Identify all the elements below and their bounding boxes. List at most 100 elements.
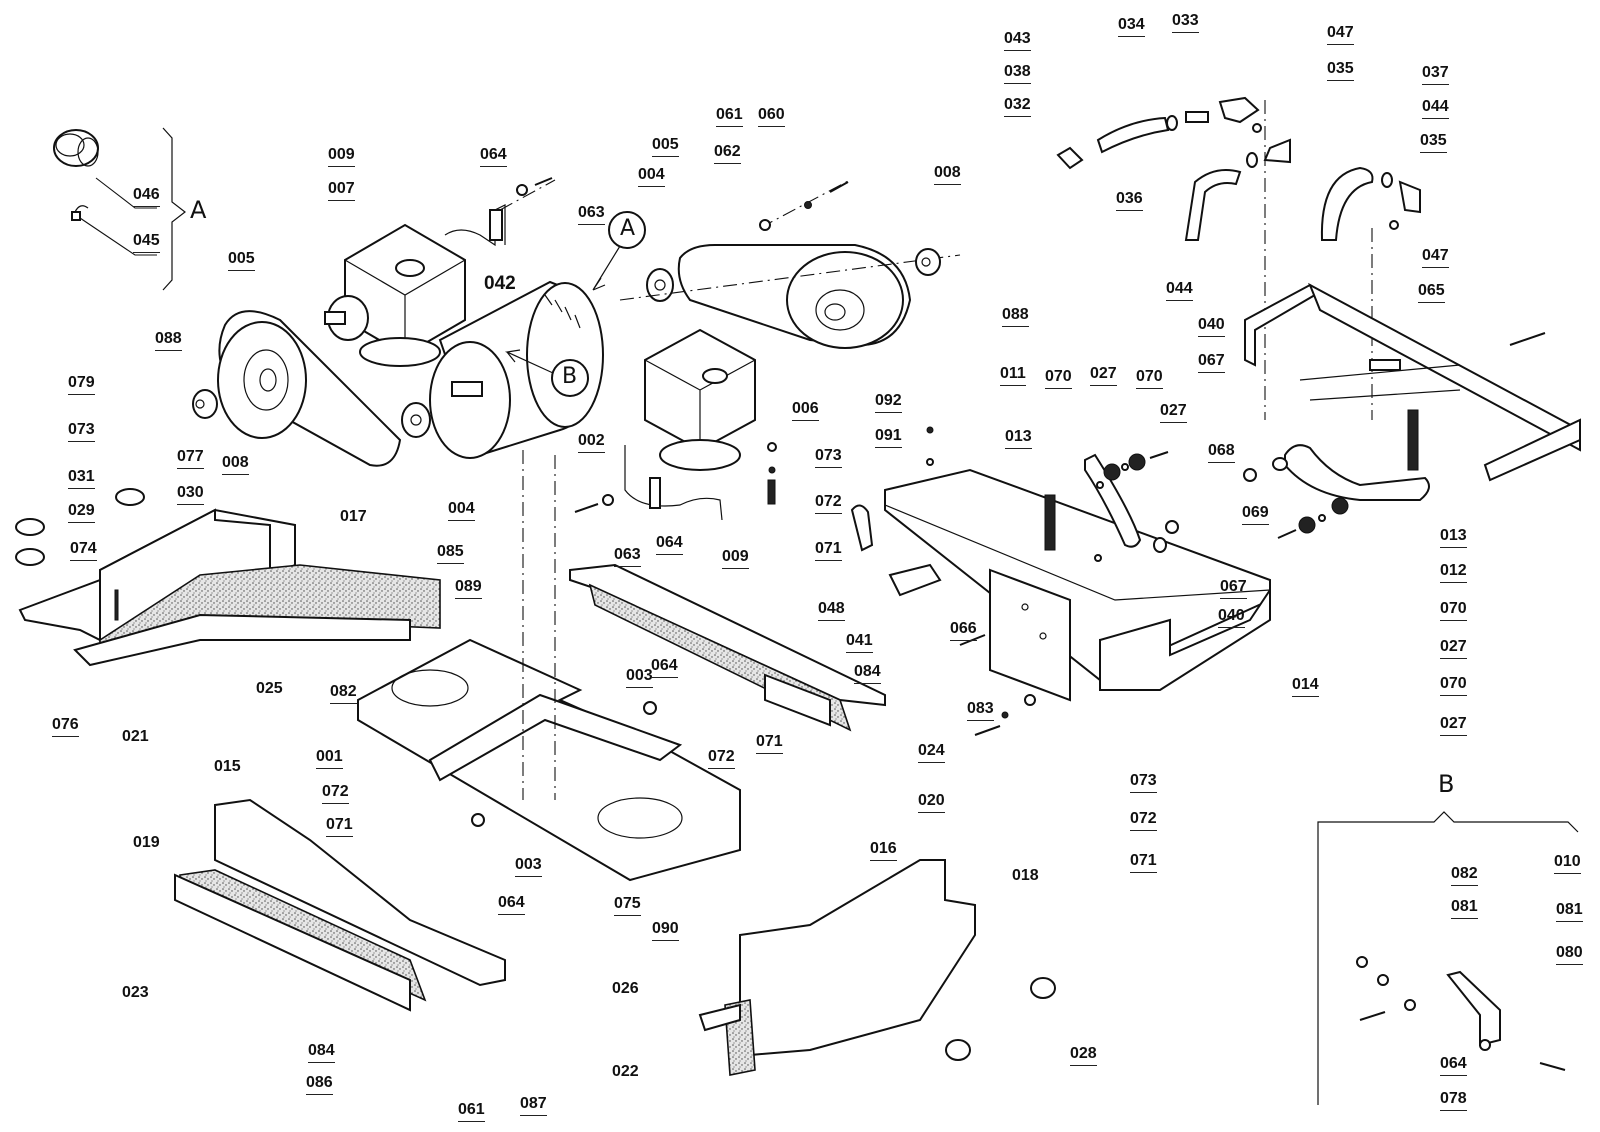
- part-070-spacer-l1: [1121, 463, 1129, 471]
- part-045-brush: [71, 205, 89, 221]
- part-032-fitting: [1056, 146, 1084, 170]
- label-030: 030: [177, 484, 204, 505]
- label-044: 044: [1422, 98, 1449, 119]
- detail-a-bracket: [162, 127, 186, 291]
- part-081-washer-b1: [1377, 974, 1389, 986]
- part-047-plug: [1252, 123, 1262, 133]
- label-005: 005: [228, 250, 255, 271]
- part-034-nipple: [1185, 111, 1209, 123]
- part-047-plug-2: [1389, 220, 1399, 230]
- detail-a-label: A: [190, 196, 207, 224]
- label-029: 029: [68, 502, 95, 523]
- label-084: 084: [854, 663, 881, 684]
- label-075: 075: [614, 895, 641, 916]
- label-033: 033: [1172, 12, 1199, 33]
- label-007: 007: [328, 180, 355, 201]
- label-071-plate: 071: [1130, 852, 1157, 873]
- part-006-gearbox: [644, 328, 756, 471]
- part-017-cover-left: [18, 508, 441, 667]
- part-046-brush-holder: [53, 129, 99, 167]
- label-088: 088: [155, 330, 182, 351]
- label-028: 028: [1070, 1045, 1097, 1066]
- part-003-spacers: [471, 701, 657, 827]
- part-033-elbow: [1218, 96, 1260, 124]
- part-016-020-024-rails: [569, 563, 886, 732]
- label-090: 090: [652, 920, 679, 941]
- label-064-lower-2: 064: [498, 894, 525, 915]
- label-064-lower: 064: [656, 534, 683, 555]
- part-002-motor: [429, 280, 604, 459]
- label-082: 082: [330, 683, 357, 704]
- label-063-lower: 063: [614, 546, 641, 567]
- label-022: 022: [612, 1063, 639, 1080]
- detail-b-bracket: [1317, 811, 1579, 1105]
- label-008-right: 008: [934, 164, 961, 185]
- label-072-plate: 072: [1130, 810, 1157, 831]
- part-011-arm: [1084, 453, 1142, 548]
- part-043-clamp: [1166, 115, 1178, 131]
- label-070-l1: 070: [1045, 368, 1072, 389]
- part-029-mounts: [15, 488, 145, 566]
- label-037: 037: [1422, 64, 1449, 85]
- part-028-knobs: [945, 977, 1056, 1061]
- part-008-pulley-left: [217, 321, 307, 439]
- part-001-base-frame: [357, 638, 741, 882]
- label-002: 002: [578, 432, 605, 453]
- part-070-spacer-l0: [1096, 481, 1104, 489]
- part-014-frame-beam: [884, 468, 1271, 691]
- label-065: 065: [1418, 282, 1445, 303]
- label-073: 073: [815, 447, 842, 468]
- label-073-plate: 073: [1130, 772, 1157, 793]
- part-010-bracket: [1446, 970, 1501, 1047]
- label-077: 077: [177, 448, 204, 469]
- label-071: 071: [815, 540, 842, 561]
- label-070-r2: 070: [1440, 675, 1467, 696]
- part-037-hose: [1320, 166, 1374, 241]
- label-014: 014: [1292, 676, 1319, 697]
- part-009-tube-bracket-lower: [624, 445, 723, 521]
- label-035: 035: [1327, 60, 1354, 81]
- part-044-clamp: [1246, 152, 1258, 168]
- label-031: 031: [68, 468, 95, 489]
- part-072-lockwasher: [768, 466, 776, 474]
- label-080: 080: [1556, 944, 1583, 965]
- part-088-nut-left: [192, 389, 218, 419]
- label-070-r1: 070: [1440, 600, 1467, 621]
- part-064-washer-lower: [602, 494, 614, 506]
- part-027-bearing-l1: [1103, 463, 1121, 481]
- label-072-lower: 072: [322, 783, 349, 804]
- label-081-b2: 081: [1556, 901, 1583, 922]
- part-008-pulley-right: [786, 251, 904, 349]
- label-045: 045: [133, 232, 160, 253]
- part-015-019-023-lower-rail: [174, 798, 506, 1012]
- part-044-clamp-2: [1381, 172, 1393, 188]
- part-040-pin: [1094, 554, 1102, 562]
- callout-a: A: [620, 216, 636, 241]
- part-013-spring-right: [1407, 409, 1419, 471]
- label-034: 034: [1118, 16, 1145, 37]
- part-071-bolt-plate: [974, 725, 1001, 736]
- label-061: 061: [716, 106, 743, 127]
- part-088-nut-right: [915, 248, 941, 276]
- label-064-base: 064: [651, 657, 678, 678]
- label-086: 086: [306, 1074, 333, 1095]
- part-048-hose: [850, 504, 874, 552]
- part-bolt-top: [1149, 451, 1169, 459]
- part-073-washer-plate: [1024, 694, 1036, 706]
- part-012-arm: [1284, 444, 1430, 501]
- part-064-washer: [516, 184, 528, 196]
- label-061-lower: 061: [458, 1101, 485, 1122]
- part-007-gearbox: [324, 223, 466, 367]
- label-064-b: 064: [1440, 1055, 1467, 1076]
- part-092-nut: [926, 426, 934, 434]
- label-046: 046: [133, 186, 160, 207]
- part-082-nut-b: [1356, 956, 1368, 968]
- label-040: 040: [1198, 316, 1225, 337]
- label-015: 015: [214, 758, 241, 775]
- label-035-second: 035: [1420, 132, 1447, 153]
- label-069: 069: [1242, 504, 1269, 525]
- label-074: 074: [70, 540, 97, 561]
- label-026: 026: [612, 980, 639, 997]
- part-063-bolt-lower: [574, 503, 599, 513]
